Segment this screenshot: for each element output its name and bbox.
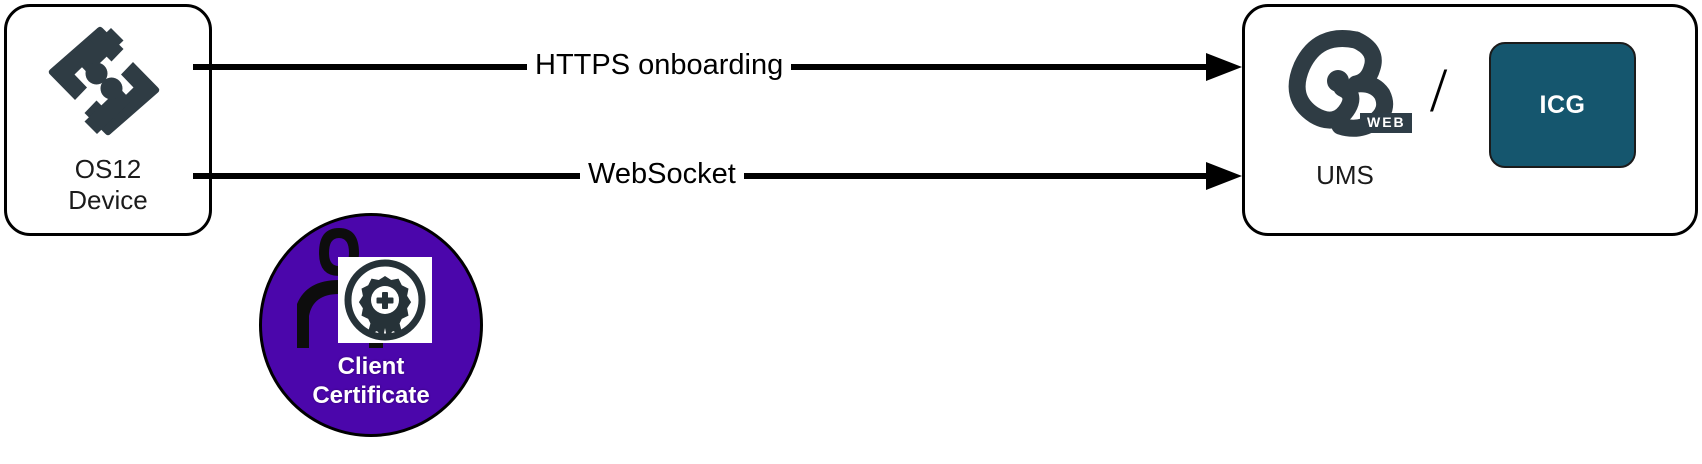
igel-logo-icon xyxy=(34,22,174,140)
node-ums-caption: UMS xyxy=(1316,160,1374,190)
user-certificate-icon xyxy=(295,226,437,352)
igel-ums-web-sub-badge: WEB xyxy=(1360,113,1412,133)
connection-websocket-arrowhead-icon xyxy=(1206,162,1242,190)
icg-badge[interactable]: ICG xyxy=(1489,42,1636,168)
node-os12-device-caption: OS12 Device xyxy=(68,154,148,215)
connection-https-onboarding-arrowhead-icon xyxy=(1206,53,1242,81)
annotation-client-certificate-label: Client Certificate xyxy=(312,353,430,409)
connection-https-onboarding-label: HTTPS onboarding xyxy=(527,48,792,82)
icg-badge-label: ICG xyxy=(1539,90,1586,119)
connection-websocket-label: WebSocket xyxy=(580,157,744,191)
node-ums-separator: / xyxy=(1430,57,1448,125)
